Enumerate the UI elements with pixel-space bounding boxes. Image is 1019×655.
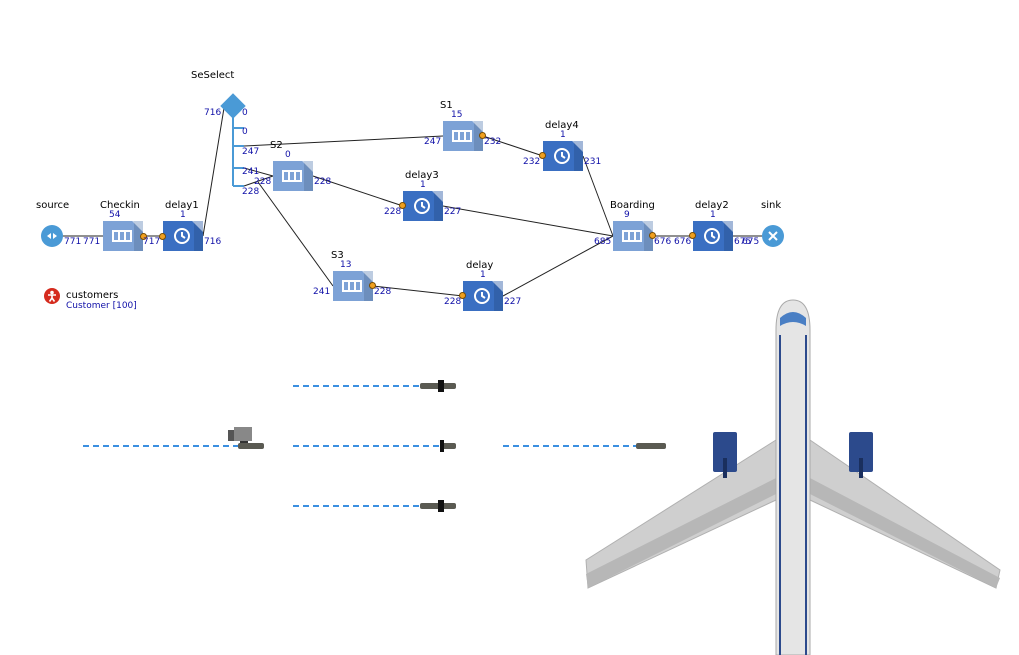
delay1-out-count: 716 (204, 237, 222, 247)
seselect-in-count: 716 (204, 108, 222, 118)
s2-count: 0 (285, 150, 291, 160)
delay1-count: 1 (180, 210, 186, 220)
delay3-in-port[interactable] (399, 202, 406, 209)
checkin-in-count: 771 (83, 237, 101, 247)
boarding-label: Boarding (610, 200, 655, 211)
s3-out-count: 228 (374, 287, 392, 297)
seselect-out-1: 0 (242, 127, 248, 137)
source-icon[interactable] (41, 225, 63, 247)
seselect-label: SeSelect (191, 70, 235, 81)
sink-in-count: 675 (742, 237, 760, 247)
delay4-in-count: 232 (523, 157, 541, 167)
delay3-block[interactable] (403, 191, 443, 221)
delay2-in-port[interactable] (689, 232, 696, 239)
s1-in-count: 247 (424, 137, 442, 147)
agent-name: customers (66, 290, 119, 301)
boarding-count: 9 (624, 210, 630, 220)
seselect-out-3: 241 (242, 167, 260, 177)
checkin-count: 54 (109, 210, 121, 220)
s1-out-port[interactable] (479, 132, 486, 139)
delay4-count: 1 (560, 130, 566, 140)
s2-label: S2 (270, 140, 283, 151)
delay3-count: 1 (420, 180, 426, 190)
delay1-in-port[interactable] (159, 233, 166, 240)
s3-label: S3 (331, 250, 344, 261)
sink-icon[interactable] (762, 225, 784, 247)
seselect-out-2: 247 (242, 147, 260, 157)
delay2-block[interactable] (693, 221, 733, 251)
delay-in-port[interactable] (459, 292, 466, 299)
source-out-count: 771 (64, 237, 82, 247)
queue-icon (282, 170, 302, 182)
seselect-out-4: 228 (242, 187, 260, 197)
sink-label: sink (761, 200, 782, 211)
queue-icon (112, 230, 132, 242)
delay2-label: delay2 (695, 200, 729, 211)
checkin-label: Checkin (100, 200, 140, 211)
s2-out-count: 228 (314, 177, 332, 187)
delay-out-count: 227 (504, 297, 522, 307)
agent-type: Customer [100] (66, 301, 137, 311)
clock-icon (554, 148, 570, 164)
s1-label: S1 (440, 100, 453, 111)
delay2-in-count: 676 (674, 237, 692, 247)
delay3-label: delay3 (405, 170, 439, 181)
delay4-block[interactable] (543, 141, 583, 171)
checkin-out-count: 717 (143, 237, 161, 247)
checkin-queue-block[interactable] (103, 221, 143, 251)
s3-in-count: 241 (313, 287, 331, 297)
delay4-in-port[interactable] (539, 152, 546, 159)
seselect-out-0: 0 (242, 108, 248, 118)
s2-in-count: 228 (254, 177, 272, 187)
boarding-queue-block[interactable] (613, 221, 653, 251)
clock-icon (174, 228, 190, 244)
person-icon (44, 288, 60, 304)
cart-vehicle-5 (636, 443, 666, 449)
s1-out-count: 232 (484, 137, 502, 147)
delay3-in-count: 228 (384, 207, 402, 217)
s3-out-port[interactable] (369, 282, 376, 289)
delay-label: delay (466, 260, 494, 271)
source-arrows-icon (47, 233, 57, 239)
boarding-out-count: 676 (654, 237, 672, 247)
clock-icon (414, 198, 430, 214)
boarding-out-port[interactable] (649, 232, 656, 239)
delay1-label: delay1 (165, 200, 199, 211)
source-label: source (36, 200, 70, 211)
delay3-out-count: 227 (444, 207, 462, 217)
clock-icon (474, 288, 490, 304)
s3-count: 13 (340, 260, 352, 270)
queue-icon (342, 280, 362, 292)
close-x-icon (768, 231, 778, 241)
delay2-out-count: 675 (734, 237, 752, 247)
delay2-count: 1 (710, 210, 716, 220)
delay4-label: delay4 (545, 120, 579, 131)
checkin-out-port[interactable] (140, 233, 147, 240)
queue-icon (622, 230, 642, 242)
delay1-block[interactable] (163, 221, 203, 251)
queue-icon (452, 130, 472, 142)
delay4-out-count: 231 (584, 157, 602, 167)
delay-count: 1 (480, 270, 486, 280)
s1-queue-block[interactable] (443, 121, 483, 151)
clock-icon (704, 228, 720, 244)
delay-block[interactable] (463, 281, 503, 311)
s2-queue-block[interactable] (273, 161, 313, 191)
s3-queue-block[interactable] (333, 271, 373, 301)
cart-vehicle-1 (238, 443, 264, 449)
s1-count: 15 (451, 110, 463, 120)
boarding-in-count: 685 (594, 237, 612, 247)
delay-in-count: 228 (444, 297, 462, 307)
